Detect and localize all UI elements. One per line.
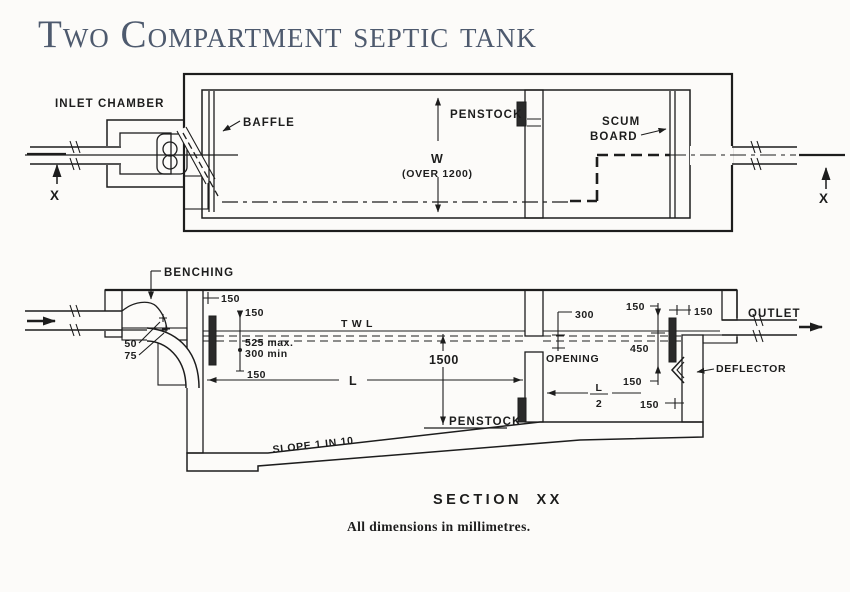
plan-outer-wall	[182, 72, 734, 233]
benching-mound	[121, 301, 168, 331]
inlet-chamber-interior	[119, 132, 172, 175]
dim-150-scum-to-wall: 150	[694, 306, 713, 318]
inlet-baffle-section	[208, 315, 217, 366]
inlet-pipe-section	[25, 310, 122, 331]
dim-half-length-denominator: 2	[596, 398, 602, 410]
outlet-pipe-break-marks	[750, 140, 762, 171]
scum-board-leader	[640, 127, 667, 136]
penstock-plan	[516, 101, 527, 127]
scum-board-label-2: BOARD	[590, 131, 638, 143]
section-caption: SECTION XX	[433, 492, 563, 508]
benching-label: BENCHING	[164, 267, 234, 279]
inlet-tee-bottom	[162, 154, 178, 170]
inlet-pipe-plan	[30, 146, 121, 165]
penstock-section	[517, 397, 527, 423]
flow-jog-line	[570, 153, 670, 203]
outlet-corbel	[702, 334, 738, 344]
penstock-plan-label: PENSTOCK	[450, 109, 523, 121]
scum-board-section	[668, 317, 677, 363]
inlet-tee-housing	[156, 133, 188, 175]
outlet-label: OUTLET	[748, 308, 801, 320]
tank-floor-sloped	[186, 421, 704, 472]
dim-525-max: 525 max.	[245, 337, 293, 349]
deflector-leader	[696, 367, 715, 374]
inlet-chamber-label: INLET CHAMBER	[55, 98, 165, 110]
deflector-label: DEFLECTOR	[716, 363, 786, 375]
width-note: (OVER 1200)	[402, 168, 473, 180]
section-water-level: T W L	[203, 318, 720, 342]
twl-dashed-lines	[203, 335, 682, 342]
section-fittings	[208, 315, 685, 423]
slope-label: SLOPE 1 IN 10	[272, 435, 354, 456]
section-dimensions-left: BENCHING 50 75 150 150 525 max. 300 min …	[124, 267, 293, 381]
inlet-channel-edges	[176, 126, 216, 185]
scum-board-label-1: SCUM	[602, 116, 640, 128]
benching-tick-marks	[159, 314, 170, 333]
outlet-pipe-section	[722, 319, 797, 336]
dim-300-opening: 300	[575, 309, 594, 321]
dim-450: 450	[630, 343, 649, 355]
outlet-pipe-plan	[732, 146, 797, 165]
baffle-plan-lines	[208, 91, 215, 212]
section-pipes	[25, 304, 823, 343]
penstock-slot-lines	[527, 118, 541, 127]
inlet-flow-diagonal	[182, 132, 219, 197]
opening-label: OPENING	[546, 353, 599, 365]
section-view: T W L BENCHING 50	[25, 267, 823, 508]
deflector-outer	[670, 356, 685, 384]
section-marker-left: X	[50, 188, 59, 203]
deflector-inner	[676, 361, 685, 379]
dim-length: L	[349, 374, 357, 388]
dim-150-scum-bottom: 150	[623, 376, 642, 388]
penstock-section-label: PENSTOCK	[449, 416, 522, 428]
plan-pipes	[25, 140, 797, 171]
inlet-pipe-break-marks	[69, 140, 81, 171]
baffle-leader	[222, 120, 241, 132]
plan-view: X X W (OVER 1200) INLET CHAMBER BAFFLE P…	[25, 72, 845, 233]
dim-150-above-twl: 150	[245, 307, 264, 319]
dividing-wall-lower	[524, 351, 544, 423]
dim-150-scum-top: 150	[626, 301, 645, 313]
dim-300-min: 300 min	[245, 348, 288, 360]
plan-section-markers: X X	[27, 152, 845, 206]
wall-corner-block	[183, 175, 209, 210]
dim-150-baffle-offset: 150	[221, 293, 240, 305]
dim-150-below-baffle: 150	[247, 369, 266, 381]
plan-labels: INLET CHAMBER BAFFLE PENSTOCK SCUM BOARD	[55, 98, 667, 143]
baffle-label: BAFFLE	[243, 117, 295, 129]
inlet-tee-top	[162, 141, 178, 157]
twl-label: T W L	[341, 318, 373, 330]
page-title: Two Compartment septic tank	[38, 13, 537, 56]
dimensions-footnote: All dimensions in millimetres.	[347, 519, 531, 534]
section-benching	[121, 301, 200, 389]
dim-150-deflector: 150	[640, 399, 659, 411]
dividing-wall-upper	[524, 289, 544, 337]
inlet-drop-bend	[146, 327, 200, 389]
dim-75: 75	[124, 350, 137, 362]
outlet-wall-upper	[721, 289, 738, 321]
plan-tank-walls	[182, 72, 734, 233]
dim-1500: 1500	[429, 353, 459, 367]
plan-flow-path	[222, 153, 670, 203]
section-marker-right: X	[819, 191, 828, 206]
section-dimensions-right: 300 OPENING 150 450 150 150 L 2 150 OUTL…	[546, 301, 801, 411]
plan-width-dimension: W (OVER 1200)	[402, 97, 473, 213]
dim-half-length-numerator: L	[596, 382, 603, 394]
section-structure	[104, 288, 738, 472]
outlet-wall-lower	[681, 334, 704, 423]
dim-50: 50	[124, 338, 137, 350]
width-symbol: W	[431, 152, 443, 166]
plan-dividing-wall	[524, 89, 544, 219]
